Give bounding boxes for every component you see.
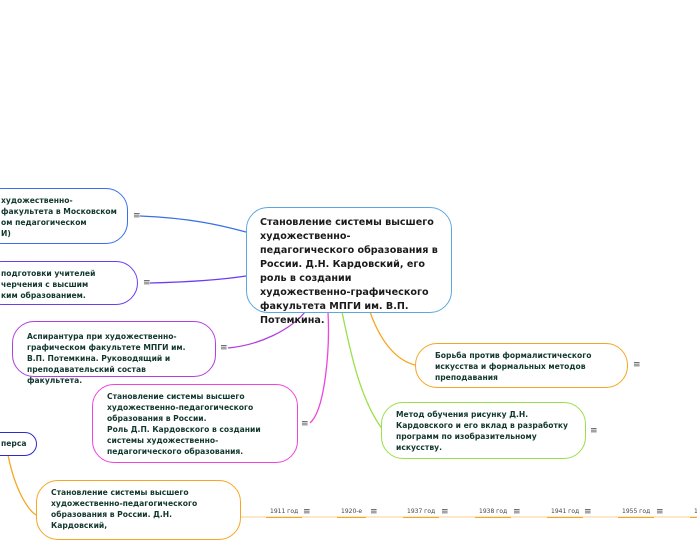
menu-icon[interactable]: ≡ bbox=[133, 211, 141, 221]
timeline-1941[interactable]: 1941 год bbox=[547, 508, 584, 518]
menu-icon[interactable]: ≡ bbox=[584, 507, 592, 517]
menu-icon[interactable]: ≡ bbox=[370, 507, 378, 517]
menu-icon[interactable]: ≡ bbox=[513, 507, 521, 517]
timeline-1938[interactable]: 1938 год bbox=[475, 508, 512, 518]
menu-icon[interactable]: ≡ bbox=[301, 419, 309, 429]
topic-teacher-training[interactable]: подготовки учителей черчения с высшим ки… bbox=[0, 261, 138, 305]
menu-icon[interactable]: ≡ bbox=[590, 426, 598, 436]
menu-icon[interactable]: ≡ bbox=[441, 507, 449, 517]
menu-icon[interactable]: ≡ bbox=[303, 507, 311, 517]
topic-system-formation-2[interactable]: Становление системы высшего художественн… bbox=[36, 480, 241, 540]
topic-postgraduate[interactable]: Аспирантура при художественно-графическо… bbox=[12, 321, 216, 385]
timeline-1920s[interactable]: 1920-е bbox=[337, 508, 367, 518]
menu-icon[interactable]: ≡ bbox=[143, 278, 151, 288]
topic-formalism[interactable]: Борьба против формалистического искусств… bbox=[415, 343, 628, 388]
topic-faculty-creation[interactable]: художественно- факультета в Московском о… bbox=[0, 188, 128, 244]
menu-icon[interactable]: ≡ bbox=[656, 507, 664, 517]
topic-drawing-method[interactable]: Метод обучения рисунку Д.Н. Кардовского … bbox=[381, 402, 586, 459]
topic-perspective[interactable]: перса bbox=[0, 432, 37, 456]
timeline-1911[interactable]: 1911 год bbox=[266, 508, 303, 518]
topic-system-formation[interactable]: Становление системы высшего художественн… bbox=[92, 384, 298, 463]
timeline-1955[interactable]: 1955 год bbox=[618, 508, 655, 518]
central-topic[interactable]: Становление системы высшего художественн… bbox=[246, 207, 452, 326]
menu-icon[interactable]: ≡ bbox=[220, 343, 228, 353]
timeline-1937[interactable]: 1937 год bbox=[403, 508, 440, 518]
menu-icon[interactable]: ≡ bbox=[633, 360, 641, 370]
timeline-next[interactable]: 1 bbox=[690, 508, 697, 518]
